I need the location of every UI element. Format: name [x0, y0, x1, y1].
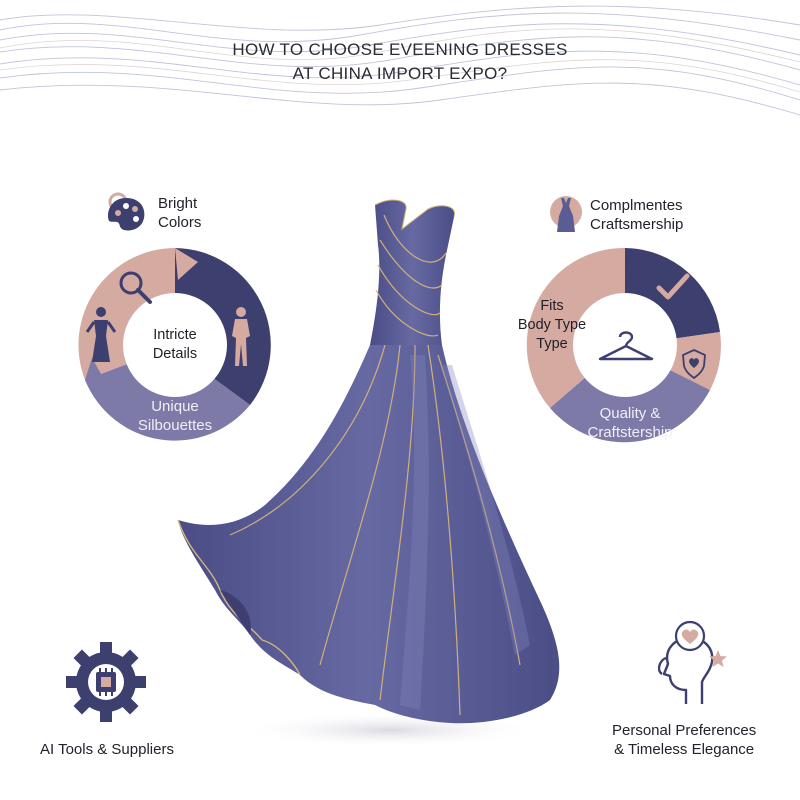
intricate-details-line-1: Intricte — [153, 327, 197, 343]
bright-colors-line-1: Bright — [158, 195, 198, 212]
figure-icon — [86, 307, 116, 362]
unique-silhouettes-line-1: Unique — [151, 398, 199, 415]
fits-body-type-line-3: Type — [536, 336, 568, 352]
page-title-line-1: HOW TO CHOOSE EVEENING DRESSES — [232, 40, 568, 59]
quality-line-1: Quality & — [599, 405, 661, 422]
bright-colors-line-2: Colors — [158, 214, 202, 231]
decorative-waves — [0, 5, 800, 116]
checkmark-icon — [656, 273, 690, 300]
fits-body-type-label: Fits Body Type Type — [512, 297, 592, 354]
bright-colors-label: Bright Colors — [158, 194, 201, 232]
quality-craftsmanship-label: Quality & Craftstership — [570, 404, 690, 442]
personal-preferences-line-2: & Timeless Elegance — [614, 741, 755, 758]
personal-preferences-label: Personal Preferences & Timeless Elegance — [612, 721, 756, 759]
palette-icon — [108, 192, 145, 231]
unique-silhouettes-line-2: Silbouettes — [137, 417, 213, 434]
dress-icon — [550, 196, 582, 232]
evening-dress-illustration — [177, 199, 560, 748]
complements-line-2: Craftsmership — [590, 216, 684, 233]
fits-body-type-line-1: Fits — [540, 298, 564, 314]
ai-tools-suppliers-label: AI Tools & Suppliers — [40, 741, 174, 758]
intricate-details-label: Intricte Details — [130, 326, 220, 364]
unique-silhouettes-label: Unique Silbouettes — [120, 397, 230, 435]
personal-preferences-line-1: Personal Preferences — [612, 722, 757, 739]
magnifier-icon — [119, 271, 152, 304]
complements-line-1: Complmentes — [590, 197, 683, 214]
complements-craftsmanship-label: Complmentes Craftsmership — [590, 196, 683, 234]
head-heart-icon — [657, 620, 727, 704]
intricate-details-line-2: Details — [152, 346, 198, 362]
hanger-icon — [598, 331, 654, 361]
gear-chip-icon — [66, 642, 146, 722]
fits-body-type-line-2: Body Type — [517, 317, 587, 333]
quality-line-2: Craftstership — [587, 424, 673, 441]
page-title-line-2: AT CHINA IMPORT EXPO? — [292, 64, 508, 83]
body-silhouette-icon — [232, 307, 250, 366]
shield-heart-icon — [682, 349, 706, 380]
